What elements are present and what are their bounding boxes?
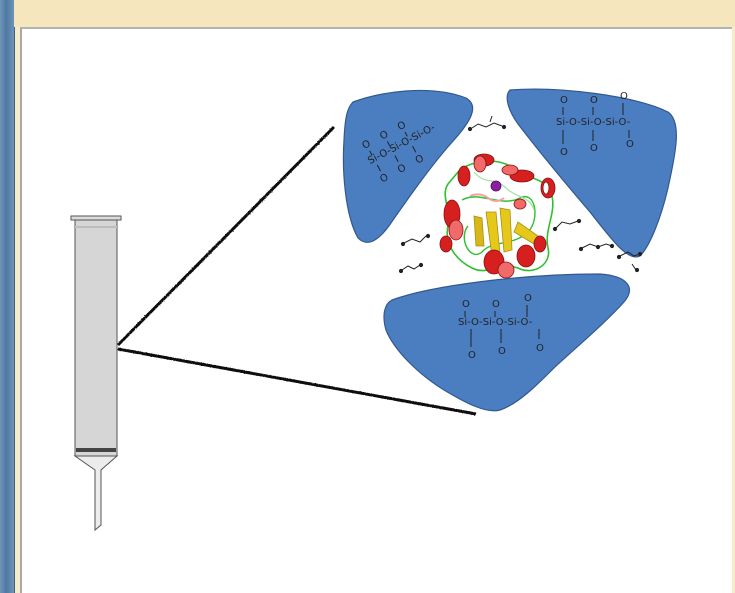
substituent-label: O bbox=[524, 293, 532, 304]
linker-fragments bbox=[398, 115, 643, 274]
zoom-line-upper bbox=[116, 125, 336, 347]
left-rail bbox=[0, 0, 15, 593]
zoom-line-lower bbox=[117, 347, 477, 416]
substituent-label: O bbox=[468, 350, 476, 361]
substituent-label: O bbox=[620, 91, 628, 102]
protein-ribbon-icon bbox=[439, 153, 556, 279]
substituent-label: O bbox=[626, 139, 634, 150]
substituent-label: O bbox=[560, 147, 568, 158]
silica-particle-top-right: Si-O-Si-O-Si-O- O O O O O O bbox=[506, 88, 677, 258]
substituent-label: O bbox=[560, 95, 568, 106]
top-band bbox=[14, 0, 735, 27]
substituent-label: O bbox=[590, 95, 598, 106]
ligand-marker bbox=[490, 180, 502, 192]
substituent-label: O bbox=[590, 143, 598, 154]
substituent-label: O bbox=[498, 346, 506, 357]
silica-particle-top-left: Si-O-Si-O-Si-O- O O O O O O bbox=[342, 89, 474, 243]
substituent-label: O bbox=[536, 343, 544, 354]
substituent-label: O bbox=[462, 299, 470, 310]
silica-particle-bottom: Si-O-Si-O-Si-O- O O O O O O bbox=[383, 273, 630, 412]
chromatography-column-icon bbox=[70, 215, 122, 532]
particle-formula: Si-O-Si-O-Si-O- bbox=[458, 317, 533, 328]
particle-formula: Si-O-Si-O-Si-O- bbox=[556, 117, 631, 128]
substituent-label: O bbox=[492, 299, 500, 310]
